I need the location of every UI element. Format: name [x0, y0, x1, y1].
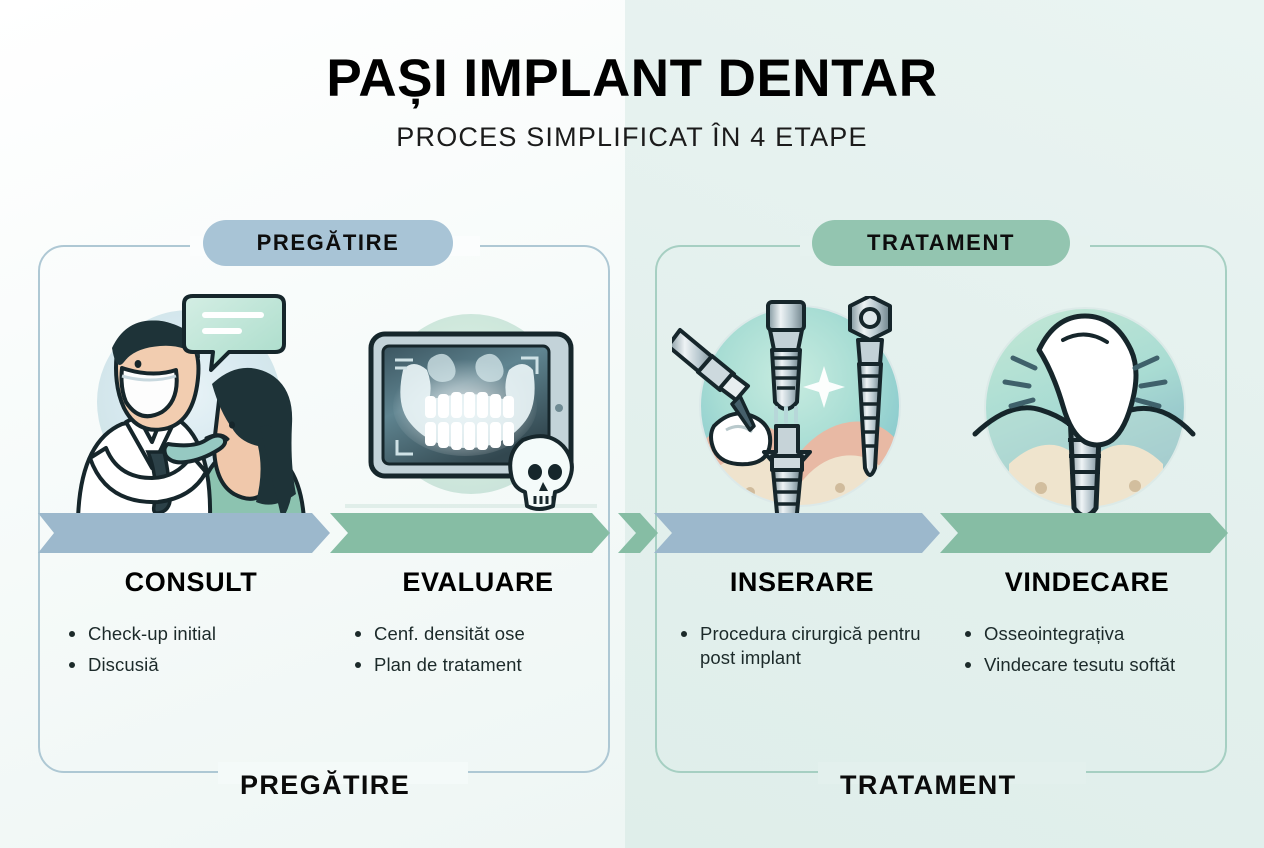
step-progress-arrow-band: [0, 513, 1264, 553]
list-item: Discusiă: [66, 653, 316, 678]
chevron-step-3: [654, 513, 940, 553]
step-title-evaluare: EVALUARE: [402, 567, 554, 597]
list-item: Procedura cirurgică pentru post implant: [678, 622, 926, 672]
chevron-step-1: [38, 513, 330, 553]
list-item: Plan de tratament: [352, 653, 604, 678]
step-title-consult: CONSULT: [124, 567, 258, 597]
chevron-divider: [618, 513, 658, 553]
phase-footer-label-treatment: TRATAMENT: [840, 770, 1017, 800]
step-card-consult: CONSULT Check-up initial Discusiă: [66, 567, 316, 685]
list-item: Vindecare tesutu softăt: [962, 653, 1212, 678]
step-bullets-inserare: Procedura cirurgică pentru post implant: [678, 622, 926, 672]
phase-footer-label-preparation: PREGĂTIRE: [240, 770, 411, 800]
step-bullets-vindecare: Osseointegrațiva Vindecare tesutu softăt: [962, 622, 1212, 679]
dental-xray-tablet-icon: [345, 300, 597, 516]
step-title-vindecare: VINDECARE: [1004, 567, 1170, 597]
step-card-vindecare: VINDECARE Osseointegrațiva Vindecare tes…: [962, 567, 1212, 685]
list-item: Check-up initial: [66, 622, 316, 647]
healed-implant-crown-icon: [957, 296, 1212, 524]
frame-gap-treatment-bottom: [818, 762, 1086, 784]
page-subtitle: PROCES SIMPLIFICAT ÎN 4 ETAPE: [396, 122, 868, 152]
phase-badge-treatment-label: TRATAMENT: [866, 230, 1015, 255]
dentist-examining-patient-icon: [60, 292, 318, 520]
step-card-evaluare: EVALUARE Cenf. densităt ose Plan de trat…: [352, 567, 604, 685]
frame-gap-preparation-bottom: [218, 762, 468, 784]
phase-badge-treatment: TRATAMENT: [812, 220, 1070, 266]
implant-insertion-icon: [672, 296, 927, 524]
phase-badge-preparation: PREGĂTIRE: [203, 220, 453, 266]
header: PAȘI IMPLANT DENTAR PROCES SIMPLIFICAT Î…: [0, 52, 1264, 153]
step-card-inserare: INSERARE Procedura cirurgică pentru post…: [678, 567, 926, 678]
chevron-step-2: [330, 513, 610, 553]
list-item: Osseointegrațiva: [962, 622, 1212, 647]
list-item: Cenf. densităt ose: [352, 622, 604, 647]
chevron-step-4: [940, 513, 1228, 553]
step-title-inserare: INSERARE: [729, 567, 875, 597]
step-bullets-consult: Check-up initial Discusiă: [66, 622, 316, 679]
phase-badge-preparation-label: PREGĂTIRE: [256, 230, 400, 255]
page-title: PAȘI IMPLANT DENTAR: [326, 49, 938, 108]
step-bullets-evaluare: Cenf. densităt ose Plan de tratament: [352, 622, 604, 679]
